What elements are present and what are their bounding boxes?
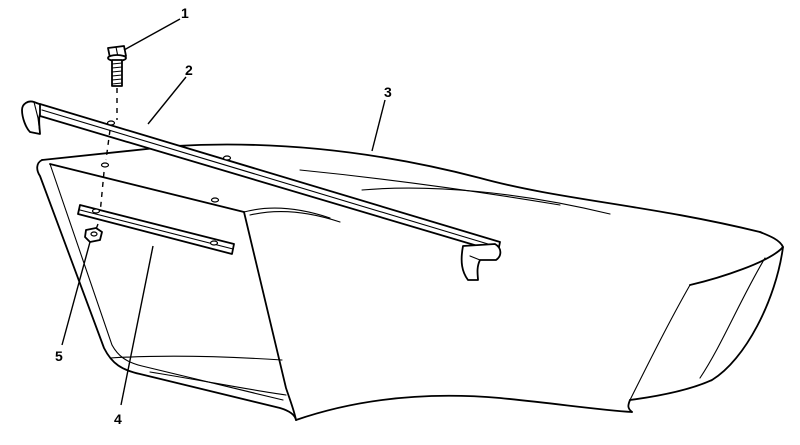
callout-1: 1 (181, 5, 189, 21)
discharge-chute (174, 143, 784, 421)
nut (84, 227, 103, 243)
leader-5 (61, 241, 91, 346)
bolt (107, 45, 127, 87)
leader-4 (120, 245, 154, 406)
chute-front-opening (36, 145, 331, 421)
chute-hole-top (210, 197, 220, 203)
callout-3: 3 (384, 84, 392, 100)
leader-3 (371, 99, 386, 152)
callout-4: 4 (114, 411, 122, 427)
leader-2 (147, 76, 187, 125)
reinforcing-plate (77, 204, 235, 255)
chute-hole-front (100, 162, 110, 168)
callout-2: 2 (185, 62, 193, 78)
mounting-bar (21, 100, 502, 281)
leader-1 (123, 18, 181, 51)
callout-5: 5 (55, 348, 63, 364)
